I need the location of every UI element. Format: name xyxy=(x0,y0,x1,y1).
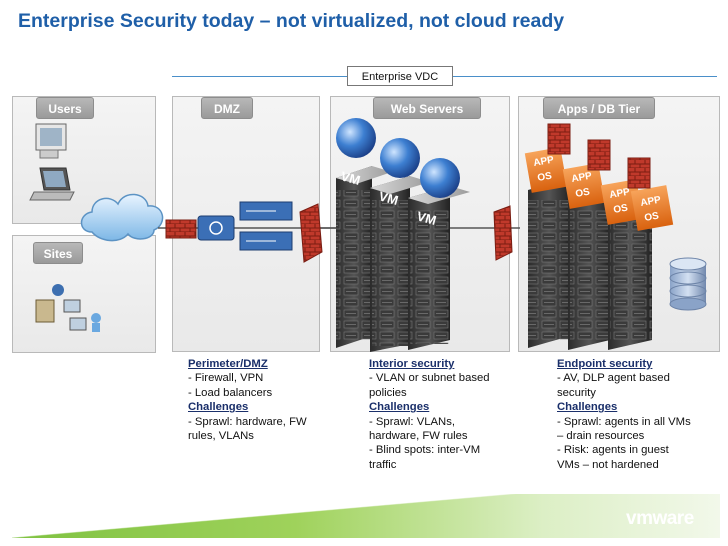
column-interior: Interior security - VLAN or subnet based… xyxy=(369,357,490,472)
firewall-icon xyxy=(299,203,323,263)
column-item: policies xyxy=(369,386,407,399)
vdc-label: Enterprise VDC xyxy=(347,66,453,86)
challenges-label: Challenges xyxy=(188,401,249,414)
vpn-router-icon xyxy=(197,215,235,241)
challenge-item: - Sprawl: VLANs, xyxy=(369,415,456,428)
web-server-racks xyxy=(336,166,470,352)
column-item: - Firewall, VPN xyxy=(188,372,264,385)
internet-cloud-icon xyxy=(80,193,164,242)
vm-label: VM xyxy=(377,188,400,208)
challenge-item: – drain resources xyxy=(557,430,645,443)
users-label: Users xyxy=(36,97,94,119)
app-label: APP xyxy=(571,170,593,184)
challenge-item: - Sprawl: agents in all VMs xyxy=(557,415,691,428)
column-item: - AV, DLP agent based xyxy=(557,372,670,385)
dmz-zone xyxy=(172,96,320,352)
firewall-icon xyxy=(165,219,197,239)
vm-label: VM xyxy=(415,208,438,228)
firewall-icon xyxy=(547,123,651,189)
web-globe-icon xyxy=(336,118,460,198)
database-icon xyxy=(669,257,707,311)
column-perimeter: Perimeter/DMZ - Firewall, VPN - Load bal… xyxy=(188,357,307,443)
challenge-item: traffic xyxy=(369,458,397,471)
web-label: Web Servers xyxy=(373,97,481,119)
footer-wave xyxy=(12,488,720,538)
desktop-computer-icon xyxy=(35,123,67,159)
challenge-item: hardware, FW rules xyxy=(369,430,468,443)
column-heading: Endpoint security xyxy=(557,358,653,370)
column-item: - Load balancers xyxy=(188,386,273,399)
challenge-item: - Blind spots: inter-VM xyxy=(369,444,481,457)
challenges-label: Challenges xyxy=(557,401,618,414)
column-item: - VLAN or subnet based xyxy=(369,372,490,385)
column-heading: Interior security xyxy=(369,358,455,370)
laptop-icon xyxy=(29,167,75,201)
challenges-label: Challenges xyxy=(369,401,430,414)
challenge-item: - Risk: agents in guest xyxy=(557,444,669,457)
os-label: OS xyxy=(613,203,629,216)
vm-label: VM xyxy=(339,168,362,188)
vmware-logo: vmware xyxy=(626,508,694,529)
app-os-tiles xyxy=(524,147,674,231)
sites-label: Sites xyxy=(33,242,83,264)
branch-site-icon xyxy=(35,284,101,332)
app-server-racks xyxy=(528,178,652,350)
challenge-item: - Sprawl: hardware, FW xyxy=(188,415,307,428)
challenge-item: rules, VLANs xyxy=(188,430,254,443)
firewall-icon xyxy=(493,205,513,261)
load-balancer-icon xyxy=(239,201,293,251)
page-title: Enterprise Security today – not virtuali… xyxy=(18,10,565,32)
os-label: OS xyxy=(575,187,591,200)
column-endpoint: Endpoint security - AV, DLP agent based … xyxy=(557,357,691,472)
app-label: APP xyxy=(640,194,662,208)
app-label: APP xyxy=(533,154,555,168)
column-heading: Perimeter/DMZ xyxy=(188,358,268,370)
os-label: OS xyxy=(644,211,660,224)
app-label: APP xyxy=(609,186,631,200)
os-label: OS xyxy=(537,171,553,184)
dmz-label: DMZ xyxy=(201,97,253,119)
challenge-item: VMs – not hardened xyxy=(557,458,659,471)
apps-label: Apps / DB Tier xyxy=(543,97,655,119)
column-item: security xyxy=(557,386,596,399)
